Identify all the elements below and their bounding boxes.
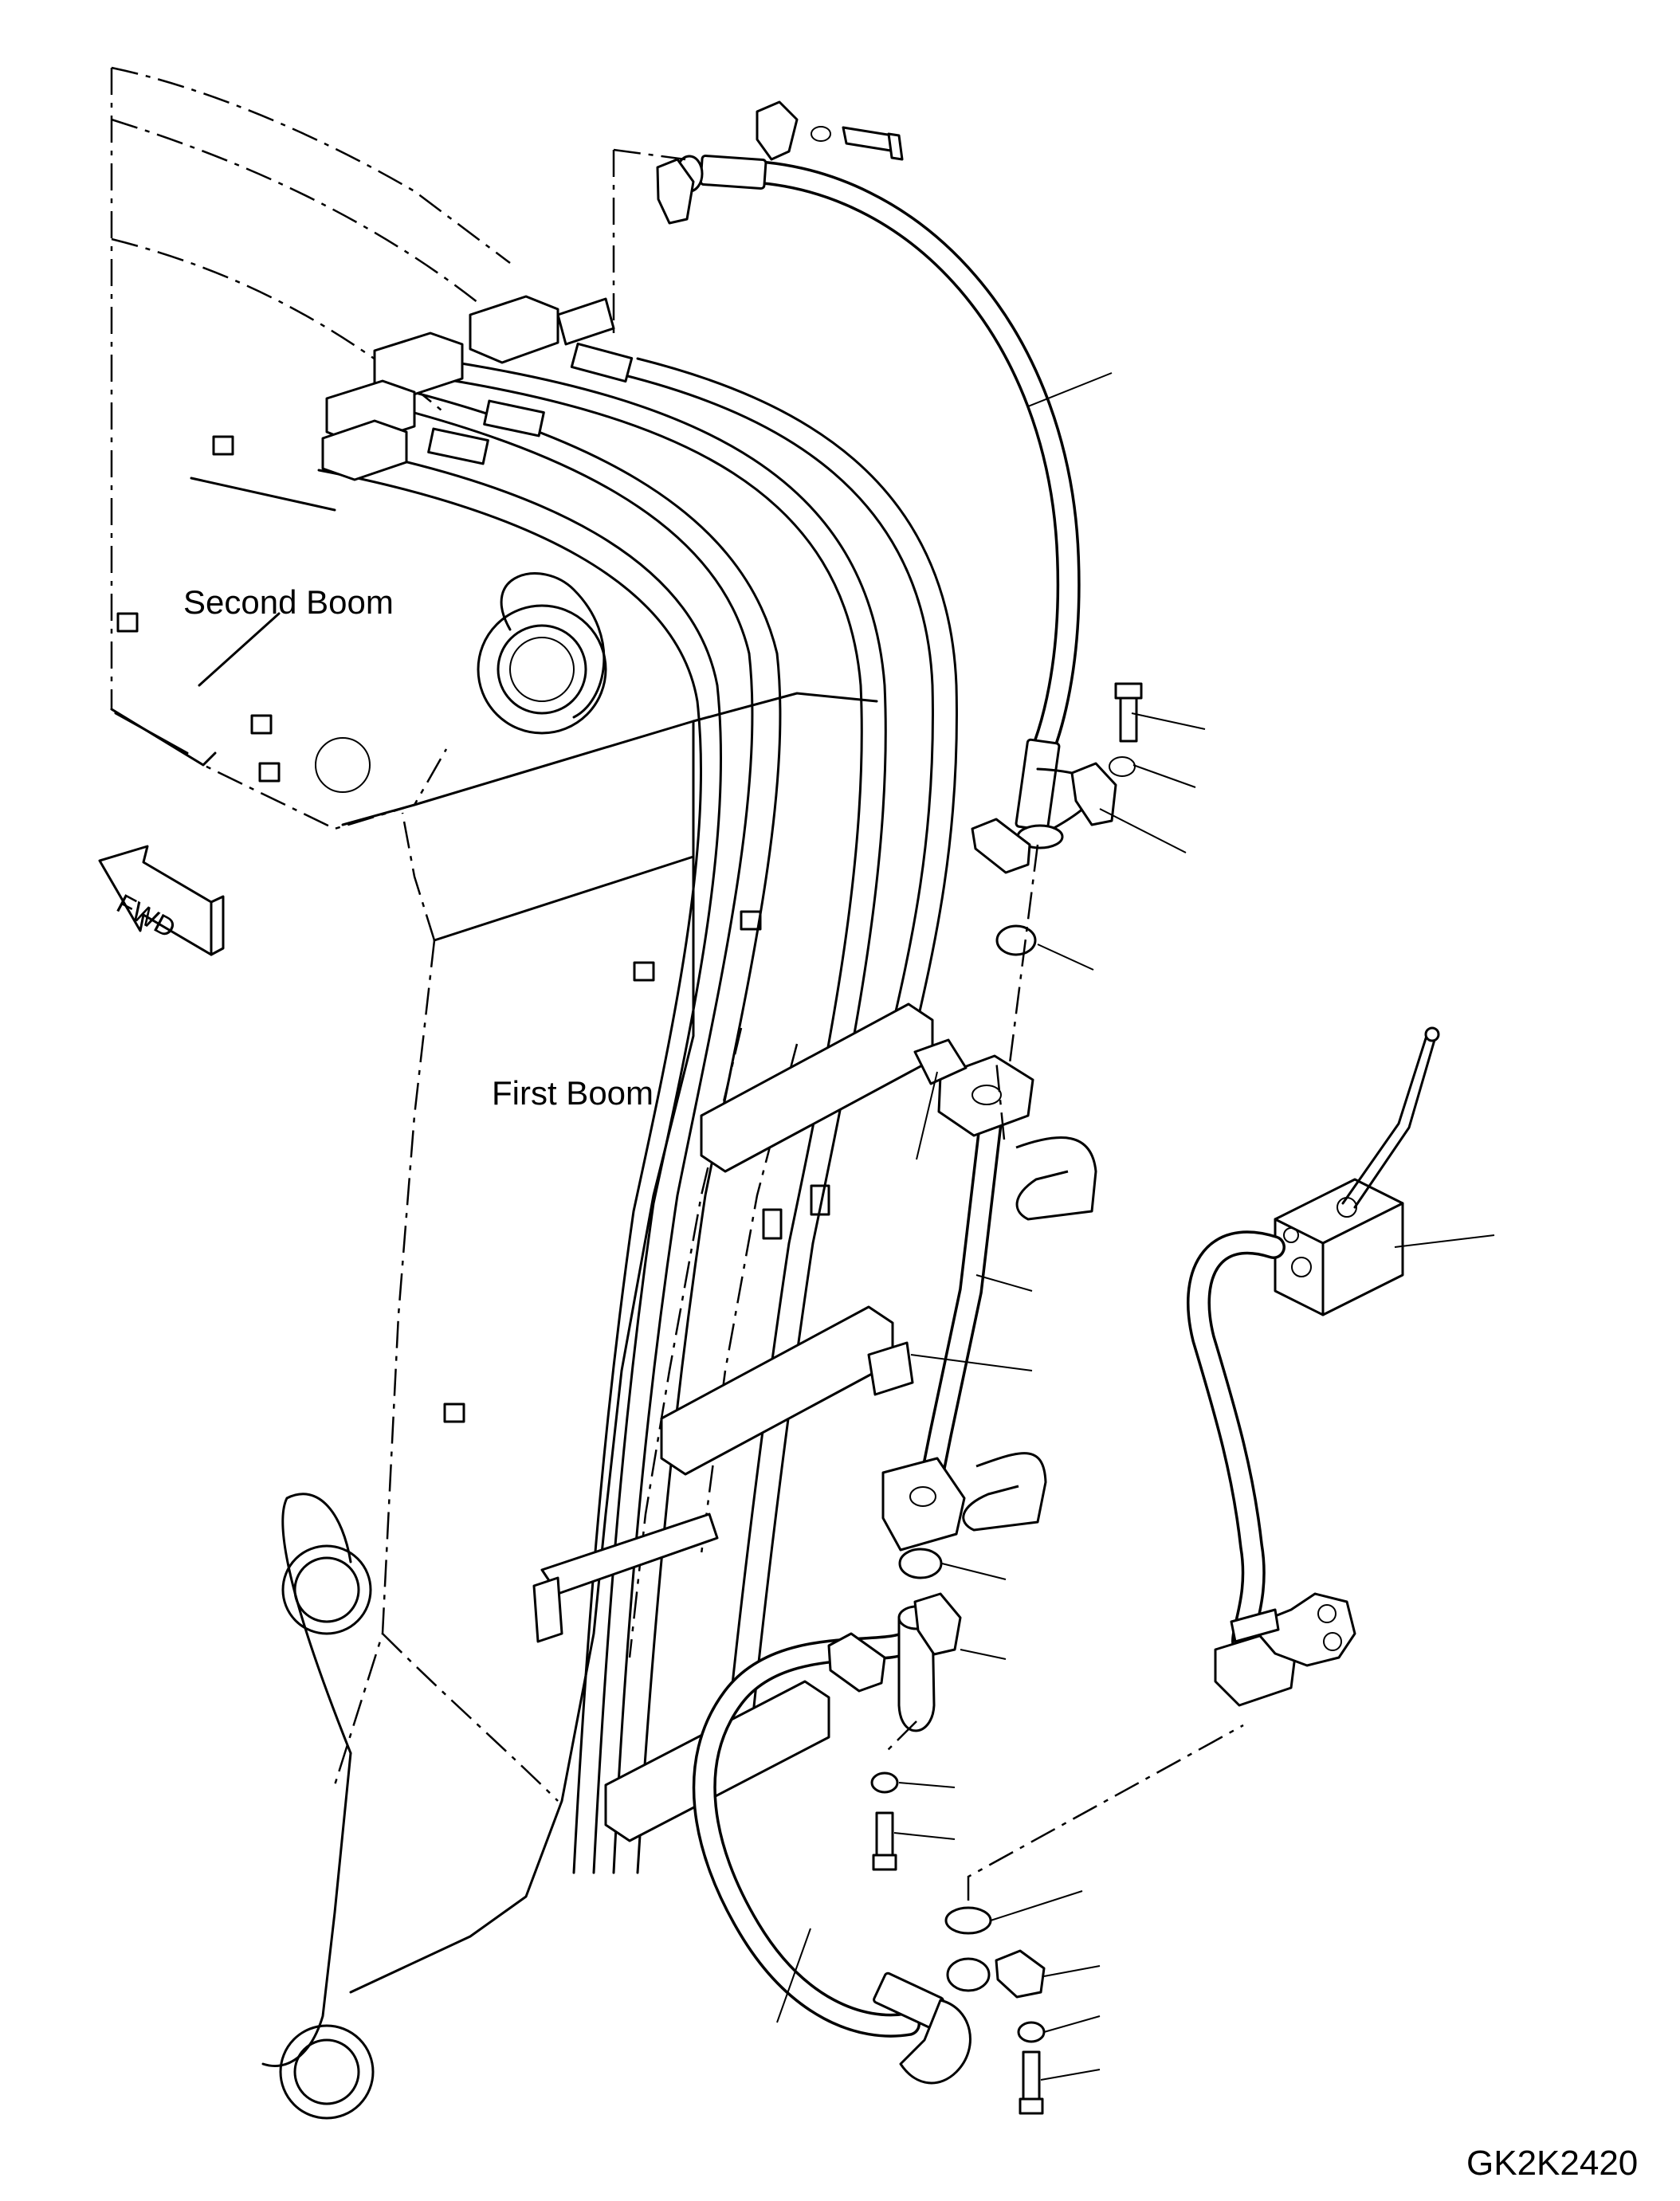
hose-flange-end xyxy=(946,1957,991,1992)
callout-leaders xyxy=(776,372,1495,2081)
tube-clamp-lower xyxy=(962,1452,1047,1532)
top-pin-bore xyxy=(497,624,587,715)
bolt xyxy=(842,126,897,153)
boom-pin-hole xyxy=(293,1556,360,1623)
fwd-arrow-shape xyxy=(98,845,213,956)
valve-mount-bracket xyxy=(1250,1592,1356,1667)
split-flange-half xyxy=(995,1949,1046,1999)
gasket xyxy=(867,1341,914,1396)
split-flange-half xyxy=(971,818,1031,874)
split-flange xyxy=(321,419,408,481)
first-boom xyxy=(261,572,878,2120)
foot-pin-boss xyxy=(279,2024,375,2120)
gasket xyxy=(913,1038,968,1085)
lower-elbow-fitting xyxy=(897,1614,936,1732)
bolt xyxy=(1119,692,1138,743)
stop-valve-body xyxy=(1274,1178,1404,1316)
lock-washer xyxy=(1109,756,1136,777)
pipe-clamp xyxy=(1230,1608,1280,1643)
boss-block xyxy=(633,961,655,982)
first-boom-label: First Boom xyxy=(492,1074,654,1112)
stop-valve-assembly xyxy=(1187,1026,1440,1707)
lower-hose-elbow xyxy=(899,1999,971,2085)
drawing-code: GK2K2420 xyxy=(1466,2144,1639,2183)
split-flange-half xyxy=(756,100,799,161)
lock-washer xyxy=(811,126,831,142)
bolt xyxy=(875,1811,894,1858)
valve-lever-knob xyxy=(1424,1026,1440,1042)
clamp-bracket-upper xyxy=(700,1002,934,1173)
boss-block xyxy=(116,612,139,633)
o-ring xyxy=(898,1548,943,1579)
hose-ferrule xyxy=(570,342,634,383)
boss-block xyxy=(250,714,273,735)
foot-pin-hole xyxy=(293,2038,360,2105)
lock-washer xyxy=(1017,2021,1046,2043)
lower-hose-assembly xyxy=(692,1592,1244,2115)
split-flange-half xyxy=(1070,762,1117,826)
second-boom-label: Second Boom xyxy=(183,583,394,621)
boss-block xyxy=(762,1208,783,1240)
hose-ferrule xyxy=(427,427,489,465)
hose-bundle xyxy=(317,357,958,1874)
lock-washer xyxy=(870,1771,899,1794)
o-ring xyxy=(944,1906,992,1935)
pin-hole xyxy=(315,737,371,793)
split-flange-half xyxy=(656,158,695,225)
tube-clamp-upper xyxy=(1015,1136,1097,1221)
split-flange-half xyxy=(827,1632,886,1693)
boss-block xyxy=(443,1403,465,1423)
boss-block xyxy=(212,435,234,456)
upper-hose-assembly xyxy=(612,100,1143,1077)
tube-flange-bottom xyxy=(881,1457,966,1552)
hose-end-fittings xyxy=(321,295,634,481)
boom-support-block xyxy=(540,1512,719,1595)
top-pin-boss xyxy=(477,604,607,735)
upper-hose-ferrule xyxy=(699,155,767,190)
flange-plate xyxy=(556,297,615,346)
bolt xyxy=(1022,2050,1041,2101)
boss-block xyxy=(258,762,281,783)
fwd-arrow xyxy=(98,845,225,956)
o-ring xyxy=(995,924,1037,956)
steel-tube-assembly xyxy=(867,1038,1097,1579)
upper-hose xyxy=(729,159,1081,777)
hose-ferrule xyxy=(483,399,545,437)
boom-pin-boss xyxy=(281,1544,372,1635)
split-flange xyxy=(469,295,559,364)
tube-flange-top xyxy=(937,1054,1034,1137)
second-boom xyxy=(110,66,511,830)
lower-hose-ferrule xyxy=(1015,738,1061,832)
split-flange-half xyxy=(913,1592,962,1656)
